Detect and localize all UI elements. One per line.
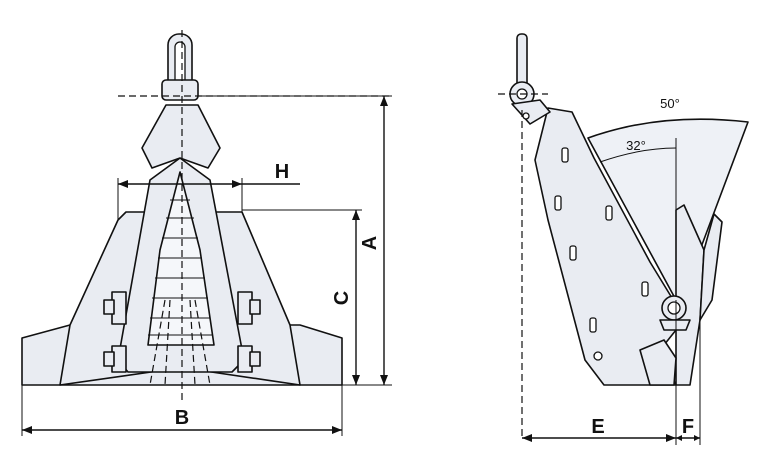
shank-rungs xyxy=(148,199,212,336)
dimension-e: E xyxy=(522,416,676,442)
side-fluke-tip xyxy=(699,213,723,321)
dim-b-label: B xyxy=(175,407,189,429)
shank-head xyxy=(141,104,221,169)
angle-32-label: 32° xyxy=(626,138,646,153)
dim-f-label: F xyxy=(682,416,694,438)
side-shackle xyxy=(509,33,551,125)
shank-slots xyxy=(554,147,649,361)
side-view: E F 50° 32° xyxy=(498,33,749,445)
dimension-f: F xyxy=(676,416,700,441)
dimension-c: C xyxy=(242,209,362,385)
right-lugs xyxy=(237,291,261,373)
dimension-b: B xyxy=(21,385,343,436)
fluke-angle-sector xyxy=(587,118,749,301)
shackle xyxy=(161,33,199,101)
dim-a-label: A xyxy=(359,236,381,250)
dimension-h: H xyxy=(117,161,300,220)
angle-50-label: 50° xyxy=(660,96,680,111)
dim-h-label: H xyxy=(275,161,289,183)
dimension-a: A xyxy=(200,95,392,386)
left-lugs xyxy=(103,291,127,373)
dim-e-label: E xyxy=(591,416,604,438)
dim-c-label: C xyxy=(331,291,353,305)
front-view: A C H B xyxy=(21,30,392,436)
